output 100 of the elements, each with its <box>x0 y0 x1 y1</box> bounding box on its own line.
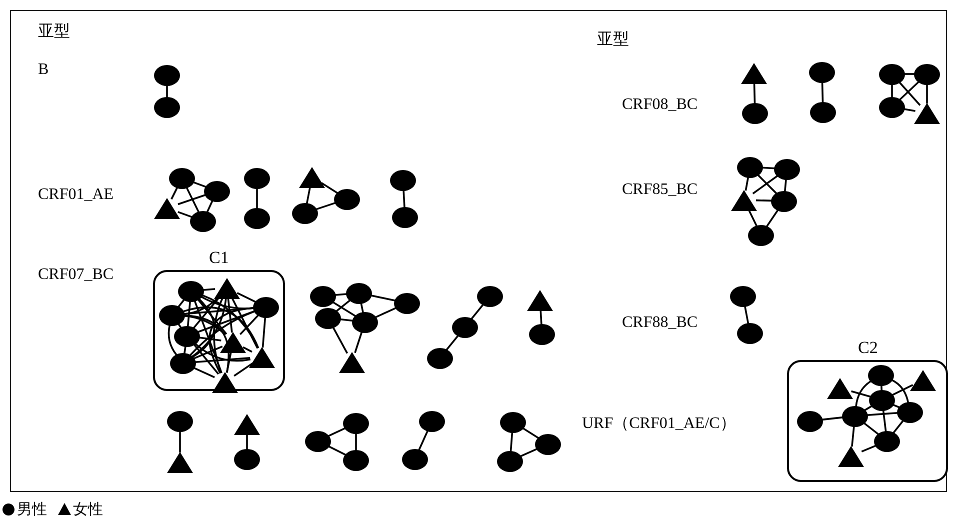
link-line <box>166 84 168 98</box>
link-line <box>748 208 758 227</box>
male-circle <box>159 304 185 326</box>
female-triangle <box>214 278 240 298</box>
female-triangle <box>167 452 193 472</box>
male-circle <box>244 208 270 228</box>
link-line <box>316 202 336 210</box>
male-circle <box>170 352 196 374</box>
link-line <box>864 404 873 412</box>
male-circle <box>390 170 416 190</box>
male-circle <box>346 282 372 304</box>
link-line <box>340 318 354 322</box>
link-line <box>191 297 227 358</box>
link-line <box>861 444 877 452</box>
link-line <box>899 80 920 100</box>
female-triangle <box>741 62 767 84</box>
link-line <box>194 342 251 362</box>
female-triangle <box>731 190 757 210</box>
female-triangle <box>910 370 936 390</box>
male-circle <box>842 406 868 426</box>
subtype-label: CRF88_BC <box>622 313 698 333</box>
male-circle <box>204 180 230 202</box>
male-circle <box>742 102 768 124</box>
link-line <box>370 294 396 302</box>
male-circle <box>774 158 800 180</box>
link-line <box>851 390 871 398</box>
link-line <box>194 300 222 374</box>
link-line <box>470 303 484 320</box>
subtype-label: B <box>38 60 49 80</box>
link-line <box>328 445 346 456</box>
male-circle <box>343 412 369 434</box>
link-line <box>822 416 844 421</box>
subtype-label: CRF01_AE <box>38 185 114 205</box>
link-line <box>402 189 406 208</box>
link-line <box>766 208 780 228</box>
link-line <box>192 343 220 375</box>
male-circle <box>402 448 428 470</box>
link-line <box>186 186 200 213</box>
male-circle <box>879 96 905 118</box>
male-circle <box>178 280 204 302</box>
link-line <box>753 82 756 104</box>
link-line <box>179 430 181 452</box>
cluster-label: C2 <box>858 338 878 358</box>
male-circle <box>809 62 835 82</box>
link-line <box>756 199 772 202</box>
link-line <box>226 351 232 373</box>
link-line <box>242 346 252 353</box>
link-line <box>227 297 233 333</box>
link-line <box>332 301 356 317</box>
male-circle <box>305 430 331 452</box>
link-line <box>208 307 254 374</box>
male-circle <box>869 390 895 410</box>
link-line <box>189 310 256 356</box>
link-line <box>762 166 776 170</box>
male-circle <box>897 402 923 422</box>
female-triangle <box>838 446 864 466</box>
female-triangle <box>827 378 853 398</box>
male-circle <box>174 326 200 346</box>
male-circle <box>914 64 940 84</box>
male-circle <box>810 102 836 122</box>
male-circle <box>169 168 195 188</box>
link-line <box>332 326 348 354</box>
link-line <box>862 422 880 436</box>
link-line <box>336 299 352 312</box>
link-line <box>202 288 216 291</box>
link-line <box>882 409 887 432</box>
female-triangle <box>299 166 325 188</box>
subtype-label: URF（CRF01_AE/C） <box>582 414 736 434</box>
male-circle <box>529 324 555 344</box>
male-circle <box>730 286 756 306</box>
male-circle <box>334 188 360 210</box>
link-line <box>192 298 215 358</box>
male-circle <box>419 410 445 432</box>
female-triangle <box>249 346 275 368</box>
link-line <box>744 176 750 191</box>
male-circle <box>154 64 180 86</box>
link-line <box>446 334 460 351</box>
male-circle <box>253 296 279 318</box>
link-line <box>230 296 258 349</box>
subtype-label: CRF08_BC <box>622 95 698 115</box>
male-circle <box>879 64 905 84</box>
male-circle <box>737 156 763 178</box>
link-line <box>855 380 872 407</box>
subtype-label: CRF85_BC <box>622 180 698 200</box>
link-line <box>306 186 312 204</box>
link-line <box>890 379 910 403</box>
female-triangle <box>220 332 246 352</box>
male-circle <box>427 348 453 368</box>
female-triangle <box>527 290 553 310</box>
link-line <box>904 73 915 75</box>
male-circle <box>477 286 503 306</box>
male-circle <box>868 364 894 386</box>
male-circle <box>497 450 523 472</box>
subtype-label: 亚型 <box>38 22 70 42</box>
link-line <box>194 357 250 363</box>
link-line <box>926 84 928 104</box>
link-line <box>246 434 248 450</box>
male-circle <box>352 312 378 332</box>
link-line <box>193 346 223 360</box>
male-circle <box>748 224 774 246</box>
